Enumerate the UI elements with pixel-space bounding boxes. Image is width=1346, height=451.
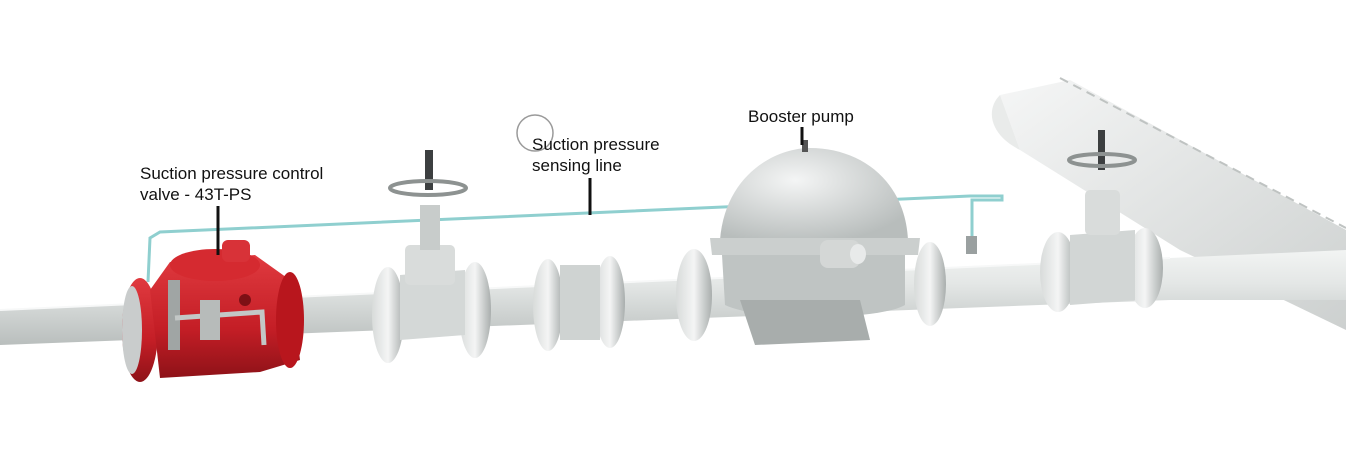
valve-inlet-flange bbox=[122, 278, 158, 382]
suction-pressure-control-valve bbox=[150, 240, 304, 378]
sensing-line-label: Suction pressure sensing line bbox=[532, 134, 660, 176]
booster-pump bbox=[710, 140, 946, 345]
sensing-line bbox=[146, 194, 1004, 283]
cursor-ring bbox=[516, 114, 554, 152]
sensing-label-line1: Suction pressure bbox=[532, 135, 660, 154]
gate-valve-left bbox=[372, 150, 491, 363]
gate-valve-right bbox=[1040, 130, 1163, 312]
sensing-label-line2: sensing line bbox=[532, 156, 622, 175]
pipe-coupling bbox=[533, 256, 625, 351]
valve-label-line1: Suction pressure control bbox=[140, 164, 324, 183]
booster-pump-label: Booster pump bbox=[748, 107, 854, 126]
valve-label: Suction pressure control valve - 43T-PS bbox=[140, 163, 323, 205]
callout-leaders bbox=[216, 127, 804, 255]
pump-inlet-flange bbox=[676, 249, 712, 341]
valve-label-line2: valve - 43T-PS bbox=[140, 185, 252, 204]
